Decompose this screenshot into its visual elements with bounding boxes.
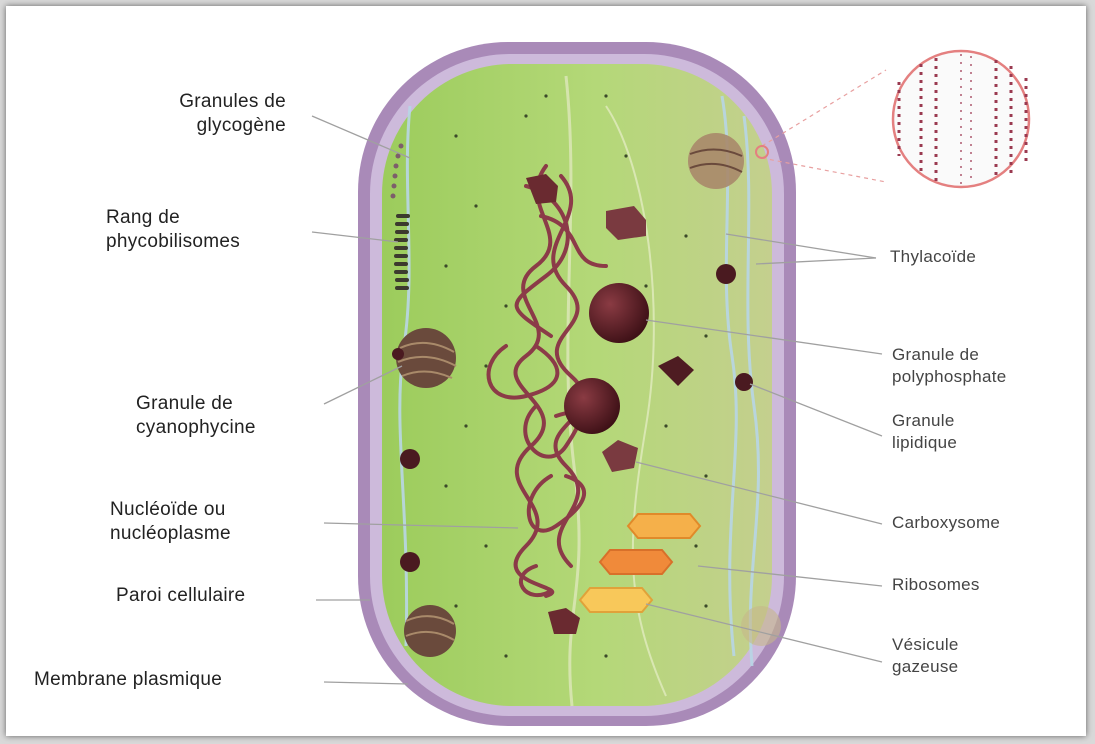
- cut-granule-top-right: [688, 133, 744, 189]
- label-line: glycogène: [106, 114, 286, 138]
- label-line: Vésicule: [892, 634, 1072, 656]
- label-cell-wall: Paroi cellulaire: [116, 584, 316, 608]
- label-line: Granule: [892, 410, 1072, 432]
- label-ribosomes: Ribosomes: [892, 574, 1072, 596]
- label-line: Granule de: [892, 344, 1072, 366]
- label-line: nucléoplasme: [110, 522, 310, 546]
- label-line: Membrane plasmique: [34, 668, 324, 692]
- label-line: Granules de: [106, 90, 286, 114]
- label-line: gazeuse: [892, 656, 1072, 678]
- label-line: Rang de: [106, 206, 306, 230]
- label-line: Thylacoïde: [890, 246, 1070, 268]
- label-nucleoid: Nucléoïde ou nucléoplasme: [110, 498, 310, 546]
- label-lipid-granule: Granule lipidique: [892, 410, 1072, 454]
- label-glycogen-granules: Granules de glycogène: [106, 90, 286, 138]
- label-line: Carboxysome: [892, 512, 1072, 534]
- thylakoid-inset: [756, 51, 1029, 187]
- label-polyphosphate-granule: Granule de polyphosphate: [892, 344, 1072, 388]
- cyanophycin-granule: [396, 328, 456, 388]
- label-gas-vesicle: Vésicule gazeuse: [892, 634, 1072, 678]
- diagram-frame: Granules de glycogène Rang de phycobilis…: [6, 6, 1086, 736]
- label-line: cyanophycine: [136, 416, 326, 440]
- cut-granule-bottom-left: [404, 605, 456, 657]
- label-line: Nucléoïde ou: [110, 498, 310, 522]
- label-line: phycobilisomes: [106, 230, 306, 254]
- cut-granule-bottom-right: [741, 606, 781, 646]
- label-phycobilisome-row: Rang de phycobilisomes: [106, 206, 306, 254]
- label-carboxysome: Carboxysome: [892, 512, 1072, 534]
- polyphosphate-granule-2: [564, 378, 620, 434]
- label-thylakoid: Thylacoïde: [890, 246, 1070, 268]
- label-line: lipidique: [892, 432, 1072, 454]
- label-cyanophycin-granule: Granule de cyanophycine: [136, 392, 326, 440]
- label-line: Granule de: [136, 392, 326, 416]
- label-plasma-membrane: Membrane plasmique: [34, 668, 324, 692]
- polyphosphate-granule-1: [589, 283, 649, 343]
- label-line: polyphosphate: [892, 366, 1072, 388]
- label-line: Ribosomes: [892, 574, 1072, 596]
- label-line: Paroi cellulaire: [116, 584, 316, 608]
